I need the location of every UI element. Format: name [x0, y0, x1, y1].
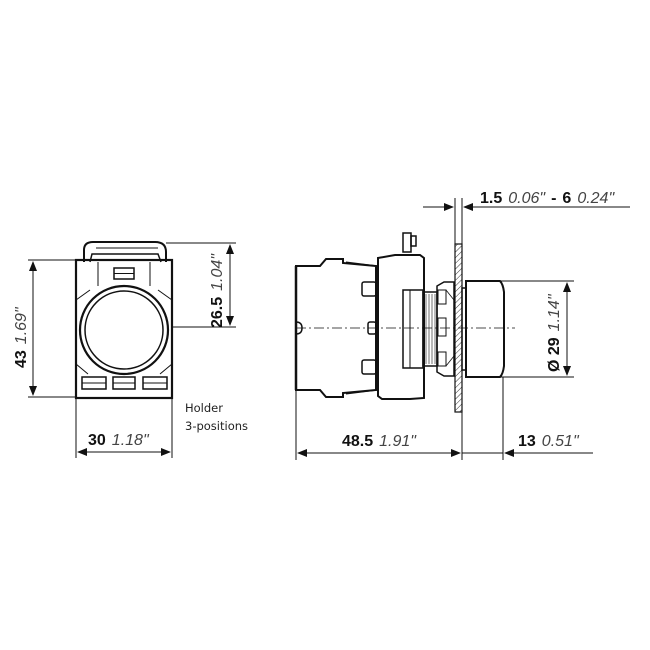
front-view: [74, 241, 174, 400]
height-dim-label: 431.69": [13, 306, 30, 368]
upper-dim-label: 26.51.04": [209, 253, 226, 328]
holder-note-line1: Holder: [185, 401, 223, 415]
front-dimensions: [28, 242, 236, 458]
holder-note-line2: 3-positions: [185, 419, 248, 433]
diameter-dim-label: Ø 291.14": [546, 293, 563, 372]
side-view: [294, 232, 505, 413]
side-dimensions: [295, 198, 630, 460]
